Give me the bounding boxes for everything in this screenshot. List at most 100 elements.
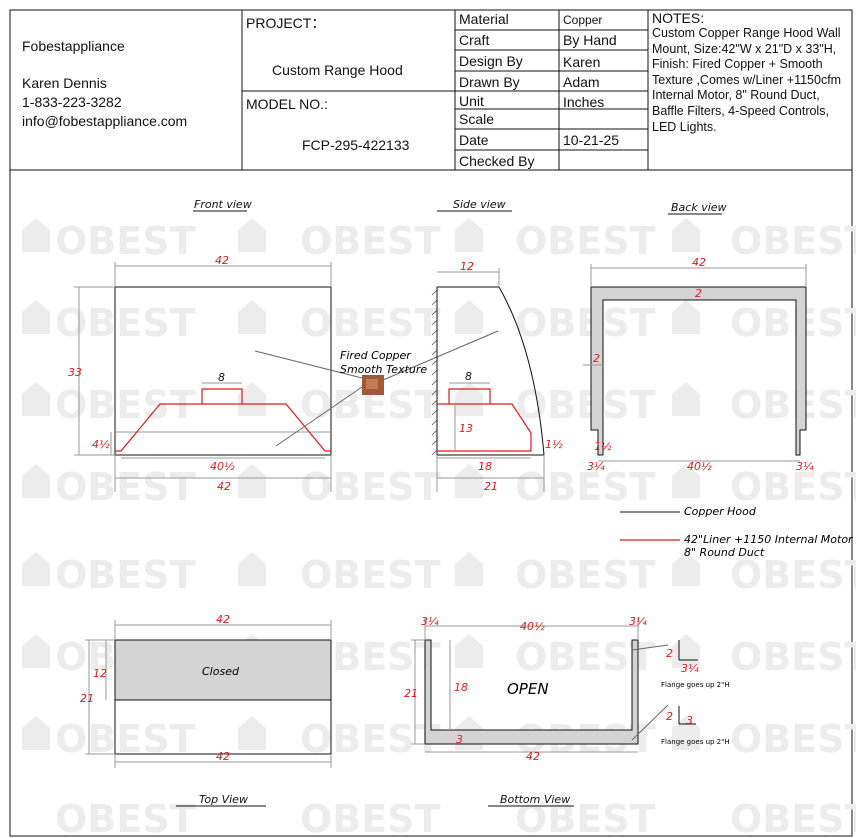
spec-value: By Hand (563, 32, 617, 48)
svg-text:2: 2 (593, 352, 600, 365)
svg-text:18: 18 (478, 460, 492, 473)
svg-text:4½: 4½ (92, 438, 110, 451)
spec-label: Drawn By (459, 74, 520, 90)
svg-text:40½: 40½ (210, 460, 235, 473)
spec-value: Copper (563, 13, 603, 27)
svg-text:3: 3 (686, 714, 693, 727)
svg-text:OBEST: OBEST (55, 465, 196, 509)
texture-callout: Fired Copper Smooth Texture (254, 330, 499, 447)
svg-text:42: 42 (692, 256, 706, 269)
svg-text:OBEST: OBEST (55, 383, 196, 427)
svg-text:OBEST: OBEST (730, 465, 856, 509)
svg-text:42: 42 (215, 254, 229, 267)
svg-text:OBEST: OBEST (730, 635, 856, 679)
back-view: 42 2 2 1½ 3¼ 40½ 3¼ (583, 256, 814, 473)
svg-text:OBEST: OBEST (300, 219, 441, 263)
legend: Copper Hood 42"Liner +1150 Internal Moto… (620, 505, 854, 559)
top-view-title: Top View (199, 793, 248, 806)
svg-text:OBEST: OBEST (55, 219, 196, 263)
bottom-view: OPEN 3¼ 40½ 3¼ 21 18 3 42 (404, 615, 669, 763)
svg-text:3¼: 3¼ (587, 460, 605, 473)
svg-text:OPEN: OPEN (507, 680, 549, 698)
spec-label: Design By (459, 53, 523, 69)
spec-label: Date (459, 132, 489, 148)
svg-text:40½: 40½ (520, 620, 545, 633)
svg-text:OBEST: OBEST (515, 797, 656, 838)
svg-text:3¼: 3¼ (629, 615, 647, 628)
svg-text:2: 2 (666, 710, 673, 723)
svg-text:Flange goes up 2"H: Flange goes up 2"H (661, 738, 730, 746)
top-view: Closed 42 12 21 42 (80, 613, 332, 768)
svg-text:OBEST: OBEST (730, 797, 856, 838)
spec-label: Unit (459, 93, 484, 109)
contact-email[interactable]: info@fobestappliance.com (22, 113, 188, 129)
svg-text:42: 42 (526, 750, 540, 763)
bottom-view-title: Bottom View (500, 793, 570, 806)
svg-text:OBEST: OBEST (55, 553, 196, 597)
svg-text:33: 33 (68, 366, 82, 379)
svg-text:2: 2 (666, 647, 673, 660)
svg-text:Fired Copper: Fired Copper (340, 349, 412, 362)
company-name: Fobestappliance (22, 38, 125, 54)
svg-text:OBEST: OBEST (300, 465, 441, 509)
svg-text:OBEST: OBEST (730, 717, 856, 761)
spec-value: Inches (563, 94, 605, 110)
svg-text:Smooth Texture: Smooth Texture (340, 363, 427, 376)
notes-body: Custom Copper Range Hood Wall Mount, Siz… (652, 26, 842, 134)
spec-label: Scale (459, 111, 495, 127)
svg-text:OBEST: OBEST (515, 301, 656, 345)
project-name: Custom Range Hood (272, 62, 403, 78)
svg-text:OBEST: OBEST (515, 553, 656, 597)
svg-text:1½: 1½ (594, 440, 612, 453)
svg-text:8: 8 (465, 370, 472, 383)
svg-text:8: 8 (218, 371, 225, 384)
flange-detail-1: 2 3¼ Flange goes up 2"H (661, 640, 730, 689)
svg-text:Copper Hood: Copper Hood (684, 505, 757, 518)
svg-text:12: 12 (93, 667, 107, 680)
side-view-title: Side view (453, 198, 506, 211)
model-number: FCP-295-422133 (302, 137, 410, 153)
svg-text:3¼: 3¼ (796, 460, 814, 473)
front-view: 42 33 8 4½ 40½ 42 (68, 254, 332, 493)
svg-text:42: 42 (216, 750, 230, 763)
spec-label: Checked By (459, 153, 535, 169)
svg-text:OBEST: OBEST (300, 301, 441, 345)
svg-text:21: 21 (484, 480, 498, 493)
front-view-title: Front view (194, 198, 252, 211)
svg-text:18: 18 (454, 681, 468, 694)
svg-text:21: 21 (404, 687, 418, 700)
svg-text:8" Round Duct: 8" Round Duct (684, 546, 765, 559)
contact-name: Karen Dennis (22, 75, 107, 91)
svg-text:OBEST: OBEST (55, 301, 196, 345)
svg-text:40½: 40½ (687, 460, 712, 473)
notes-title: NOTES: (652, 10, 705, 26)
svg-text:Flange goes up 2"H: Flange goes up 2"H (661, 681, 730, 689)
svg-text:OBEST: OBEST (515, 219, 656, 263)
flange-detail-2: 2 3 Flange goes up 2"H (661, 706, 730, 746)
svg-text:OBEST: OBEST (300, 553, 441, 597)
svg-text:2: 2 (695, 287, 702, 300)
svg-text:OBEST: OBEST (300, 797, 441, 838)
spec-value: Adam (563, 74, 600, 90)
svg-text:OBEST: OBEST (730, 301, 856, 345)
spec-label: Craft (459, 32, 490, 48)
side-view: 12 8 13 18 21 1½ (431, 260, 563, 493)
svg-text:OBEST: OBEST (515, 383, 656, 427)
svg-text:13: 13 (459, 422, 473, 435)
svg-text:Closed: Closed (202, 665, 240, 678)
svg-text:OBEST: OBEST (515, 465, 656, 509)
spec-value: Karen (563, 54, 601, 70)
svg-text:12: 12 (460, 260, 474, 273)
spec-label: Material (459, 11, 509, 27)
model-label: MODEL NO.: (246, 96, 328, 112)
svg-text:3¼: 3¼ (421, 615, 439, 628)
contact-phone: 1-833-223-3282 (22, 94, 122, 110)
svg-text:3: 3 (456, 733, 463, 746)
project-label: PROJECT： (246, 15, 326, 31)
svg-text:42: 42 (216, 613, 230, 626)
svg-text:21: 21 (80, 692, 94, 705)
back-view-title: Back view (671, 201, 727, 214)
svg-text:OBEST: OBEST (730, 219, 856, 263)
svg-text:OBEST: OBEST (55, 797, 196, 838)
